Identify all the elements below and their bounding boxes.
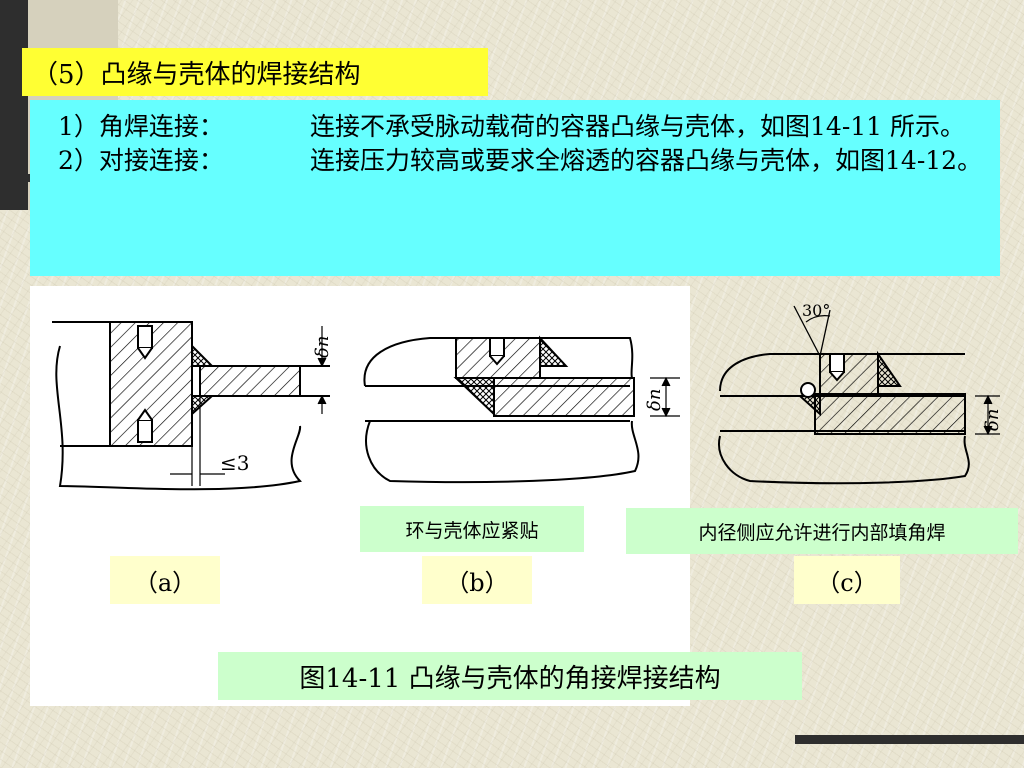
sub-label-a: （a） xyxy=(110,556,220,604)
content-box: 1）角焊连接： 连接不承受脉动载荷的容器凸缘与壳体，如图14-11 所示。 2）… xyxy=(30,100,1000,276)
list-item: 2）对接连接： 连接压力较高或要求全熔透的容器凸缘与壳体，如图14-12。 xyxy=(58,144,1000,178)
diagram-b xyxy=(363,335,680,484)
dim-delta-c: δn xyxy=(982,409,1003,431)
decorative-rule-bottom xyxy=(795,735,1024,744)
sub-label-c: （c） xyxy=(794,556,900,604)
callout-c: 内径侧应允许进行内部填角焊 xyxy=(626,508,1018,554)
item-body: 连接不承受脉动载荷的容器凸缘与壳体，如图14-11 所示。 xyxy=(310,112,966,141)
dim-delta-b: δn xyxy=(644,389,665,411)
weld-diagram: δn ≤3 δn xyxy=(52,301,1003,491)
item-body: 连接压力较高或要求全熔透的容器凸缘与壳体，如图14-12。 xyxy=(310,146,983,175)
callout-b: 环与壳体应紧贴 xyxy=(360,506,584,552)
section-title: （5）凸缘与壳体的焊接结构 xyxy=(22,48,488,96)
sub-label-b: （b） xyxy=(422,556,532,604)
dim-angle: 30° xyxy=(802,301,830,320)
decorative-rule xyxy=(0,174,40,182)
item-lead: 2）对接连接： xyxy=(58,146,224,175)
diagram-c xyxy=(718,305,1000,485)
figure-caption: 图14-11 凸缘与壳体的角接焊接结构 xyxy=(218,652,802,700)
list-item: 1）角焊连接： 连接不承受脉动载荷的容器凸缘与壳体，如图14-11 所示。 xyxy=(58,110,1000,144)
dim-delta-a: δn xyxy=(312,336,333,358)
dim-gap: ≤3 xyxy=(220,451,249,475)
diagram-a xyxy=(52,321,330,491)
item-lead: 1）角焊连接： xyxy=(58,112,224,141)
